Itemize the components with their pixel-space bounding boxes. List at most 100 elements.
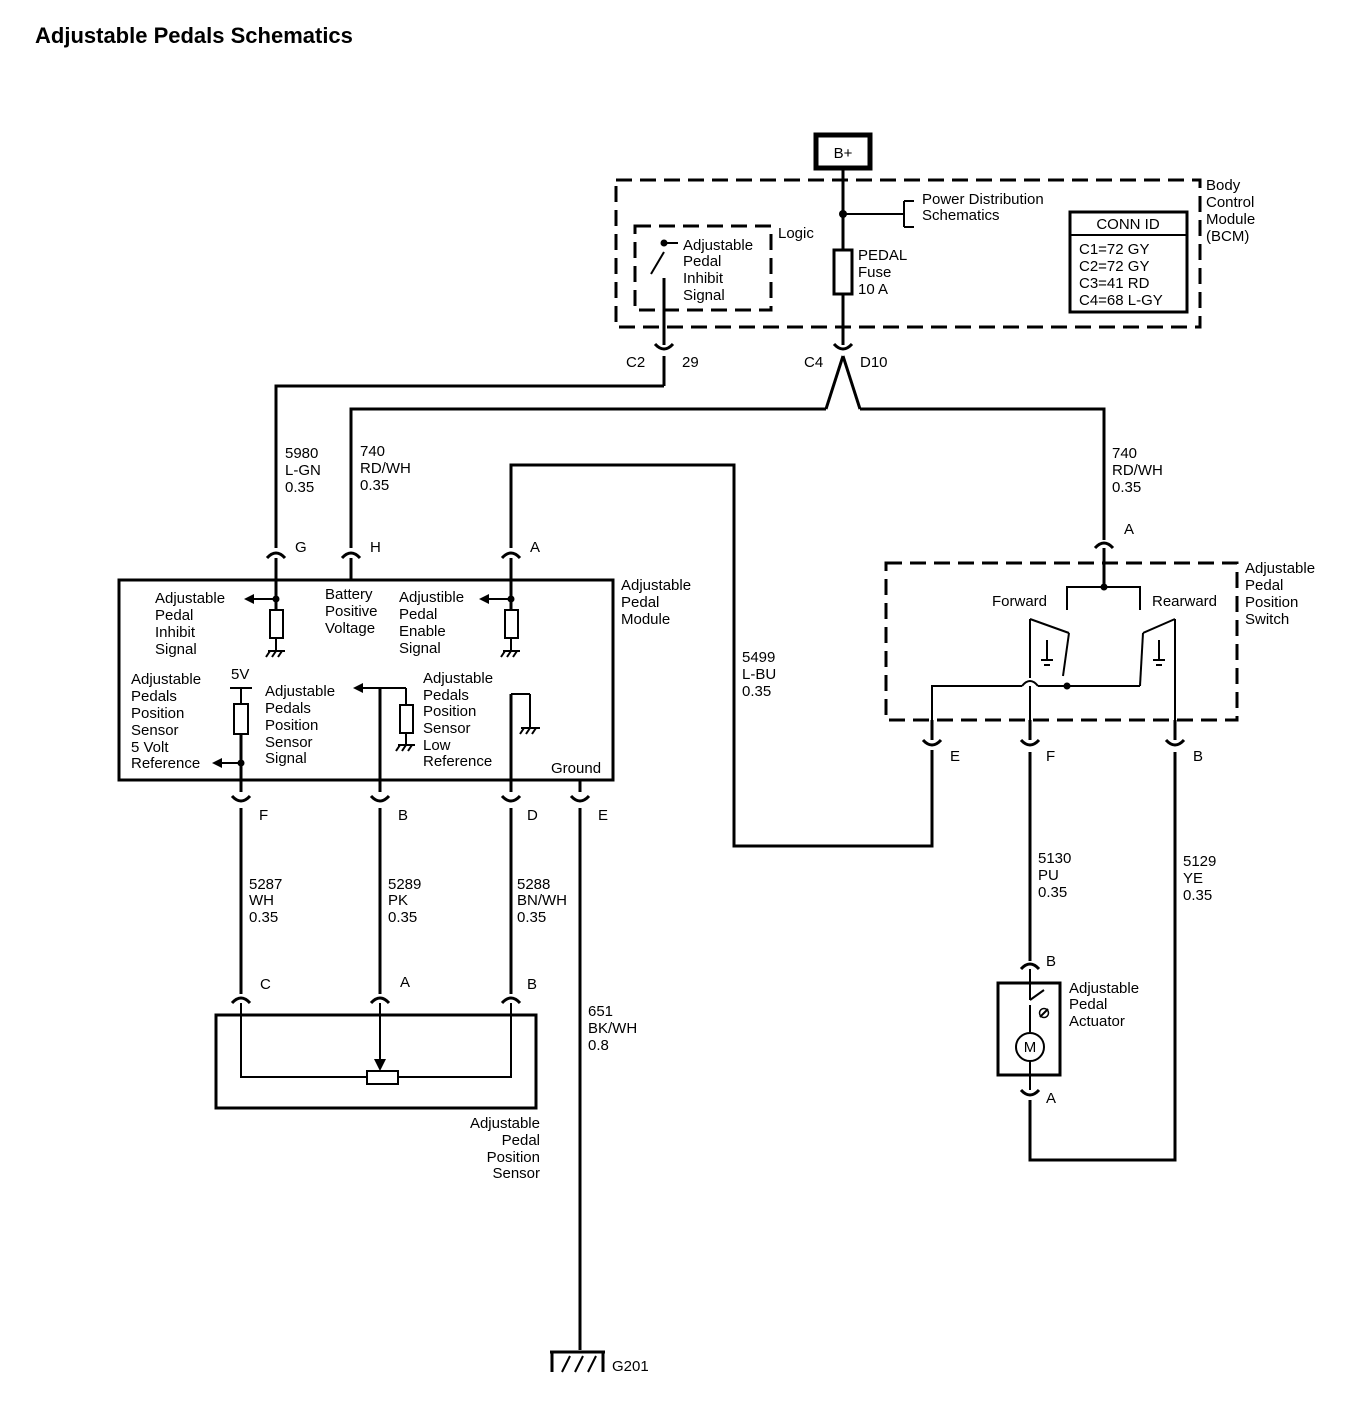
battery-label-3: Voltage xyxy=(325,620,375,637)
wire-740-right xyxy=(860,407,1106,540)
lowref-label-2: Pedals xyxy=(423,687,469,704)
actuator-connector-a xyxy=(1019,1088,1041,1097)
wire-5130-color: PU xyxy=(1038,867,1059,884)
wire-651-color: BK/WH xyxy=(588,1020,637,1037)
wire-5499 xyxy=(509,463,934,848)
module-pin-d: D xyxy=(527,807,538,824)
switch-pin-e: E xyxy=(950,748,960,765)
module-pin-g: G xyxy=(295,539,307,556)
adjustable-pedal-position-sensor: C A B Adjustable Pedal Position Sensor xyxy=(214,974,540,1182)
conn-id-row-1: C1=72 GY xyxy=(1079,241,1149,258)
inhibit-label-1: Adjustable xyxy=(155,590,225,607)
sensor-name-1: Adjustable xyxy=(470,1115,540,1132)
wire-5129-num: 5129 xyxy=(1183,853,1216,870)
module-name-2: Pedal xyxy=(621,594,659,611)
module-connector-e xyxy=(569,794,591,803)
inhibit-label-3: Inhibit xyxy=(155,624,196,641)
module-pin-h: H xyxy=(370,539,381,556)
wire-5980-num: 5980 xyxy=(285,445,318,462)
wire-5499-num: 5499 xyxy=(742,649,775,666)
wire-5288-num: 5288 xyxy=(517,876,550,893)
switch-name-2: Pedal xyxy=(1245,577,1283,594)
wire-5288-color: BN/WH xyxy=(517,892,567,909)
body-control-module: Body Control Module (BCM) Logic Adjustab… xyxy=(614,168,1255,345)
signal-label-3: Position xyxy=(265,717,318,734)
connector-c2-29 xyxy=(653,342,675,351)
bcm-label-2: Control xyxy=(1206,194,1254,211)
signal-label-4: Sensor xyxy=(265,734,313,751)
fuse-label-2: Fuse xyxy=(858,264,891,281)
signal-label-2: Pedals xyxy=(265,700,311,717)
wire-5980-size: 0.35 xyxy=(285,479,314,496)
page-title: Adjustable Pedals Schematics xyxy=(35,23,353,48)
bcm-inhibit-4: Signal xyxy=(683,287,725,304)
c2-label: C2 xyxy=(626,354,645,371)
lowref-label-5: Low xyxy=(423,737,451,754)
wire-5129-size: 0.35 xyxy=(1183,887,1212,904)
enable-label-1: Adjustible xyxy=(399,589,464,606)
adjustable-pedal-position-switch: A Adjustable Pedal Position Switch Forwa… xyxy=(884,521,1315,765)
sensor-name-2: Pedal xyxy=(502,1132,540,1149)
rearward-label: Rearward xyxy=(1152,593,1217,610)
conn-id-row-2: C2=72 GY xyxy=(1079,258,1149,275)
lowref-label-4: Sensor xyxy=(423,720,471,737)
switch-pin-a: A xyxy=(1124,521,1134,538)
lowref-label-1: Adjustable xyxy=(423,670,493,687)
battery-label-1: Battery xyxy=(325,586,373,603)
connector-c4-d10 xyxy=(832,342,854,351)
power-dist-1: Power Distribution xyxy=(922,191,1044,208)
adjustable-pedal-module: Adjustable Pedal Module G H A Adjustable… xyxy=(117,539,691,792)
bcm-inhibit-3: Inhibit xyxy=(683,270,724,287)
sensor-connector-a xyxy=(369,996,391,1005)
module-name-1: Adjustable xyxy=(621,577,691,594)
ref5v-label-4: Sensor xyxy=(131,722,179,739)
wire-740l-num: 740 xyxy=(360,443,385,460)
switch-name-3: Position xyxy=(1245,594,1298,611)
switch-name-4: Switch xyxy=(1245,611,1289,628)
wire-5499-color: L-BU xyxy=(742,666,776,683)
power-dist-2: Schematics xyxy=(922,207,1000,224)
conn-id-row-4: C4=68 L-GY xyxy=(1079,292,1163,309)
wire-5289-num: 5289 xyxy=(388,876,421,893)
pedal-fuse xyxy=(832,248,854,296)
module-pin-a: A xyxy=(530,539,540,556)
wire-5287-size: 0.35 xyxy=(249,909,278,926)
wire-5287-num: 5287 xyxy=(249,876,282,893)
wire-651-size: 0.8 xyxy=(588,1037,609,1054)
actuator-connector-b xyxy=(1019,962,1041,971)
conn-id-row-3: C3=41 RD xyxy=(1079,275,1150,292)
bcm-label-4: (BCM) xyxy=(1206,228,1249,245)
module-connector-b xyxy=(369,794,391,803)
ref5v-label-1: Adjustable xyxy=(131,671,201,688)
module-pin-b: B xyxy=(398,807,408,824)
module-connector-h xyxy=(340,551,362,560)
ref5v-label-3: Position xyxy=(131,705,184,722)
bcm-label-1: Body xyxy=(1206,177,1241,194)
actuator-pin-b: B xyxy=(1046,953,1056,970)
ref5v-label-2: Pedals xyxy=(131,688,177,705)
fuse-label-1: PEDAL xyxy=(858,247,907,264)
forward-label: Forward xyxy=(992,593,1047,610)
actuator-name-3: Actuator xyxy=(1069,1013,1125,1030)
sensor-pin-c: C xyxy=(260,976,271,993)
wire-5287-color: WH xyxy=(249,892,274,909)
module-pin-f: F xyxy=(259,807,268,824)
battery-label-2: Positive xyxy=(325,603,378,620)
ground-label: Ground xyxy=(551,760,601,777)
switch-pin-b: B xyxy=(1193,748,1203,765)
inhibit-label-2: Pedal xyxy=(155,607,193,624)
wire-5499-size: 0.35 xyxy=(742,683,771,700)
ground-g201: G201 xyxy=(550,1350,649,1375)
c4-label: C4 xyxy=(804,354,823,371)
wire-5129-color: YE xyxy=(1183,870,1203,887)
switch-connector-f xyxy=(1019,738,1041,747)
adjustable-pedal-actuator: B M A Adjustable Pedal Actuator xyxy=(996,953,1139,1107)
switch-connector-e xyxy=(921,738,943,747)
logic-box xyxy=(633,224,773,312)
switch-connector-b xyxy=(1164,738,1186,747)
switch-connector-a xyxy=(1093,541,1115,550)
signal-label-5: Signal xyxy=(265,750,307,767)
motor-label: M xyxy=(1024,1039,1037,1056)
bcm-label-3: Module xyxy=(1206,211,1255,228)
